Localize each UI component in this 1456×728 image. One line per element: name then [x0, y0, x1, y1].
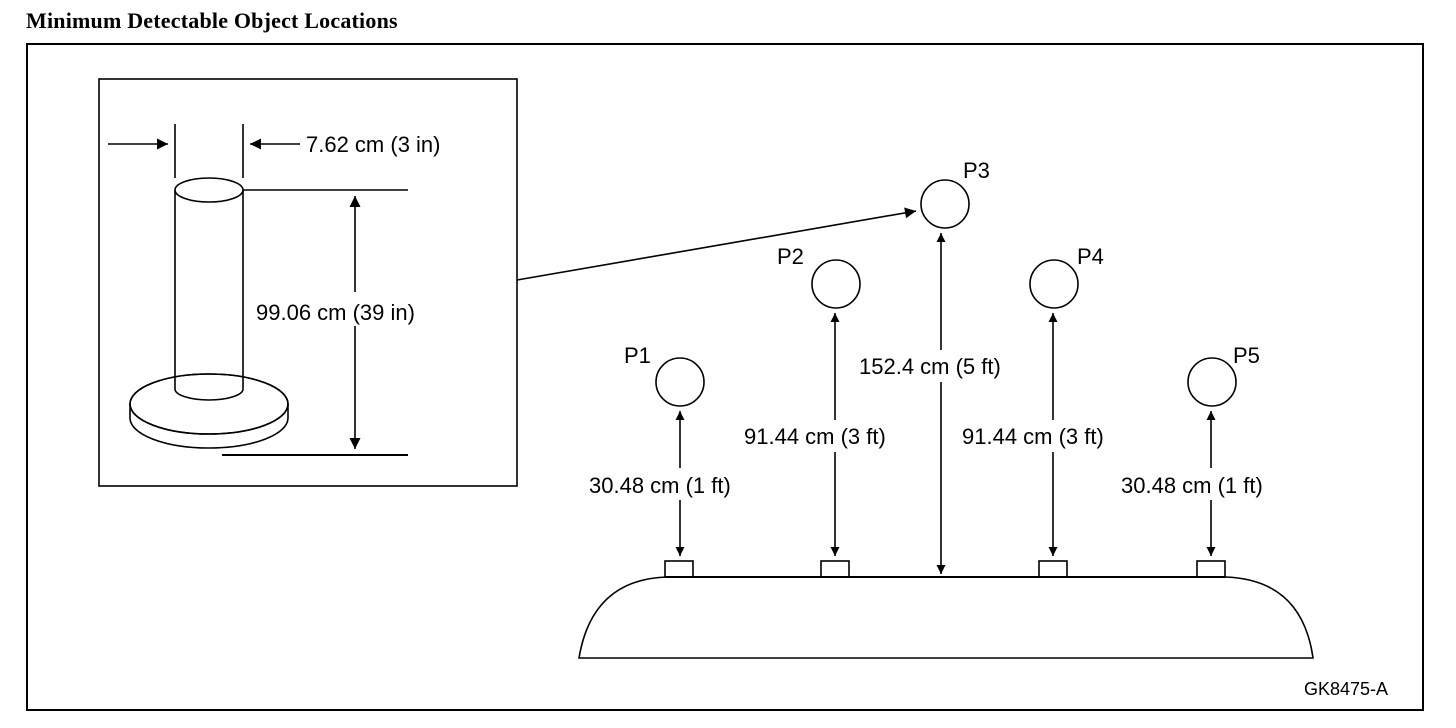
point-p5: P5 30.48 cm (1 ft) — [1117, 343, 1303, 556]
p5-target — [1187, 357, 1237, 407]
point-p1: P1 30.48 cm (1 ft) — [585, 343, 771, 556]
inset-frame — [98, 78, 518, 487]
sensor-1 — [664, 560, 694, 578]
sensor-3 — [1038, 560, 1068, 578]
diameter-label: 7.62 cm (3 in) — [306, 132, 441, 157]
pole-base — [129, 373, 289, 449]
p5-label: P5 — [1233, 343, 1260, 368]
inset-leader-arrow — [516, 207, 917, 281]
p2-distance-label: 91.44 cm (3 ft) — [744, 424, 886, 449]
sensor-2 — [820, 560, 850, 578]
p4-label: P4 — [1077, 244, 1104, 269]
height-label: 99.06 cm (39 in) — [256, 300, 415, 325]
p2-target — [811, 259, 861, 309]
figure-title: Minimum Detectable Object Locations — [26, 8, 398, 33]
vehicle-bumper — [578, 576, 1314, 659]
pole — [174, 124, 244, 401]
p2-label: P2 — [777, 244, 804, 269]
sensor-array — [664, 560, 1226, 578]
p3-label: P3 — [963, 158, 990, 183]
p1-distance-label: 30.48 cm (1 ft) — [589, 473, 731, 498]
p1-target — [655, 357, 705, 407]
p1-label: P1 — [624, 343, 651, 368]
figure-code: GK8475-A — [1304, 679, 1388, 699]
p4-target — [1029, 259, 1079, 309]
test-object-inset: 7.62 cm (3 in) 99.06 cm (39 in) — [98, 78, 518, 487]
height-label-bg — [252, 292, 460, 326]
p3-distance-label: 152.4 cm (5 ft) — [859, 354, 1001, 379]
point-p2: P2 91.44 cm (3 ft) — [740, 244, 926, 556]
p4-distance-label: 91.44 cm (3 ft) — [962, 424, 1104, 449]
outer-frame — [26, 43, 1424, 711]
point-p3: P3 152.4 cm (5 ft) — [855, 158, 1037, 574]
diameter-dimension: 7.62 cm (3 in) — [108, 132, 441, 157]
p3-target — [920, 179, 970, 229]
height-dimension: 99.06 cm (39 in) — [222, 189, 460, 456]
p5-distance-label: 30.48 cm (1 ft) — [1121, 473, 1263, 498]
sensor-4 — [1196, 560, 1226, 578]
point-p4: P4 91.44 cm (3 ft) — [958, 244, 1144, 556]
